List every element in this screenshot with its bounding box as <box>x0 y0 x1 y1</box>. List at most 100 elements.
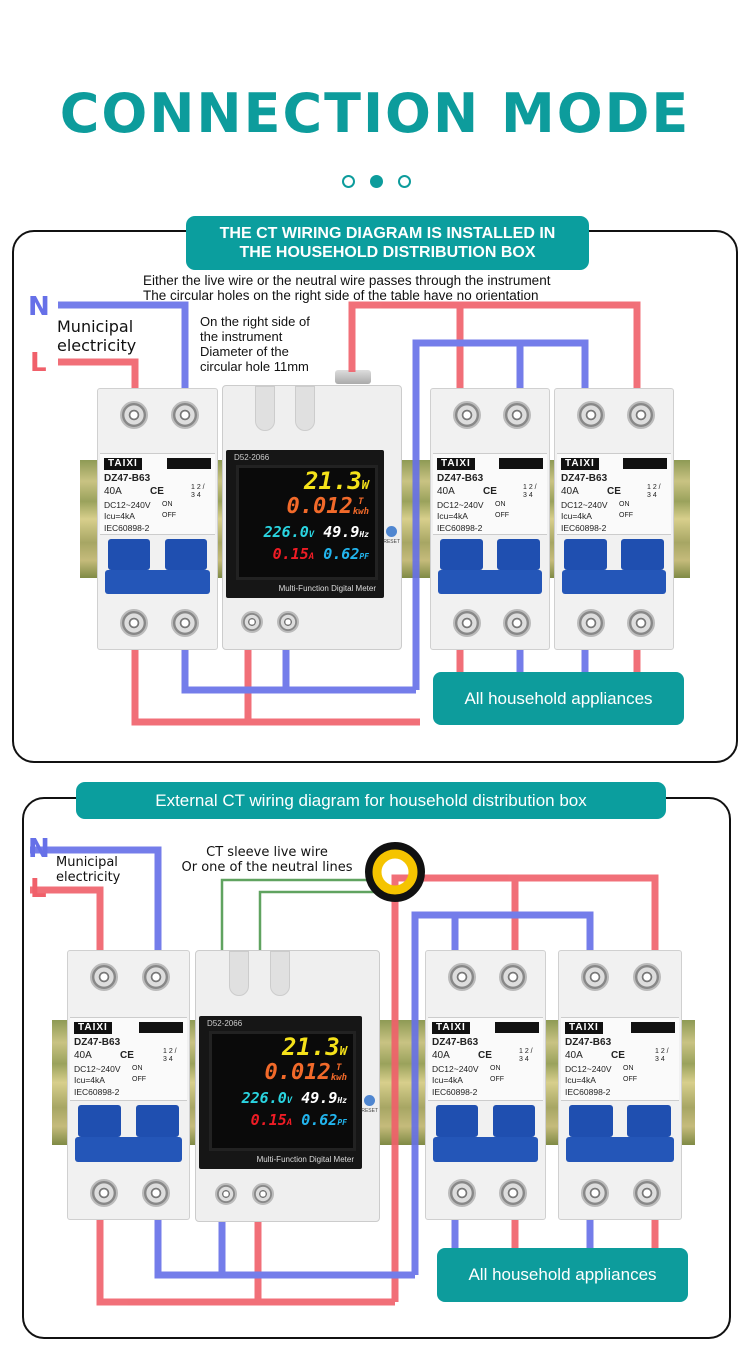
breaker-toggle[interactable] <box>164 539 208 571</box>
breaker-toggle[interactable] <box>627 1105 672 1138</box>
breaker-toggle[interactable] <box>77 1105 122 1138</box>
brand-logo: TAIXI <box>104 458 142 470</box>
meter-clip <box>229 951 250 996</box>
terminal-screw-icon <box>498 963 527 991</box>
live-label: L <box>30 874 47 904</box>
toggle-bar[interactable] <box>105 570 210 595</box>
frequency-value: 49.9 <box>301 1089 338 1108</box>
pole-diagram: 1 2 / 3 4 <box>163 1048 177 1063</box>
ce-mark: CE <box>483 486 497 497</box>
toggle-bar[interactable] <box>562 570 666 595</box>
off-label: OFF <box>132 1076 146 1083</box>
breaker-voltage: DC12~240V <box>104 500 151 510</box>
breaker-model: DZ47-B63 <box>437 473 484 484</box>
reset-button[interactable] <box>386 526 397 538</box>
branch-breaker-1: TAIXI DZ47-B63 40A CE DC12~240V ON Icu=4… <box>425 950 546 1220</box>
label-bar <box>623 458 667 469</box>
reset-label: RESET <box>383 539 400 546</box>
breaker-model: DZ47-B63 <box>561 473 608 484</box>
breaker-label: TAIXI DZ47-B63 40A CE DC12~240V ON Icu=4… <box>428 1017 543 1101</box>
breaker-standard: IEC60898-2 <box>437 523 483 533</box>
terminal-screw-icon <box>119 401 148 429</box>
pf-unit: PF <box>359 551 369 561</box>
appliances-button[interactable]: All household appliances <box>433 672 684 725</box>
note-line-1: Either the live wire or the neutral wire… <box>143 273 551 288</box>
ct-hole-grommet <box>335 370 371 384</box>
breaker-voltage: DC12~240V <box>561 500 608 510</box>
terminal-screw-icon <box>170 401 199 429</box>
breaker-toggle[interactable] <box>497 539 540 571</box>
current-unit: A <box>308 551 315 562</box>
breaker-toggle[interactable] <box>568 1105 613 1138</box>
energy-mark: T <box>336 1063 342 1074</box>
carousel-dot-3[interactable] <box>398 175 411 188</box>
breaker-toggle[interactable] <box>440 539 483 571</box>
breaker-toggle[interactable] <box>435 1105 479 1138</box>
off-label: OFF <box>619 512 633 519</box>
terminal-screw-icon <box>241 611 263 633</box>
breaker-toggle[interactable] <box>621 539 664 571</box>
reset-button[interactable] <box>364 1095 375 1107</box>
branch-breaker-1: TAIXI DZ47-B63 40A CE DC12~240V ON Icu=4… <box>430 388 550 650</box>
breaker-toggle[interactable] <box>107 539 151 571</box>
municipal-label: Municipal electricity <box>56 855 120 885</box>
carousel-dot-2[interactable] <box>370 175 383 188</box>
energy-value: 0.012 <box>286 493 353 519</box>
panel1-header-line2: THE HOUSEHOLD DISTRIBUTION BOX <box>239 244 536 261</box>
breaker-toggle[interactable] <box>564 539 607 571</box>
panel1-note: Either the live wire or the neutral wire… <box>143 273 550 303</box>
power-value: 21.3 <box>303 466 362 495</box>
breaker-standard: IEC60898-2 <box>561 523 607 533</box>
current-value: 0.15 <box>250 1111 287 1130</box>
hole-note-line: circular hole 11mm <box>200 359 309 374</box>
off-label: OFF <box>490 1076 504 1083</box>
frequency-value: 49.9 <box>323 522 360 541</box>
toggle-bar[interactable] <box>438 570 542 595</box>
toggle-bar[interactable] <box>75 1137 182 1162</box>
carousel-dot-1[interactable] <box>342 175 355 188</box>
terminal-screw-icon <box>90 1179 119 1207</box>
terminal-screw-icon <box>503 401 531 429</box>
breaker-toggle[interactable] <box>492 1105 536 1138</box>
breaker-icu: Icu=4kA <box>561 511 592 521</box>
terminal-screw-icon <box>119 609 148 637</box>
on-label: ON <box>490 1065 501 1072</box>
pf-unit: PF <box>337 1118 347 1128</box>
breaker-toggle[interactable] <box>135 1105 180 1138</box>
brand-logo: TAIXI <box>565 1022 603 1034</box>
terminal-screw-icon <box>633 1179 662 1207</box>
breaker-icu: Icu=4kA <box>104 511 135 521</box>
terminal-screw-icon <box>581 963 610 991</box>
power-value: 21.3 <box>281 1033 340 1062</box>
terminal-screw-icon <box>141 1179 170 1207</box>
terminal-screw-icon <box>627 609 655 637</box>
label-bar <box>139 1022 183 1033</box>
pf-value: 0.62 <box>323 544 360 563</box>
breaker-voltage: DC12~240V <box>74 1064 121 1074</box>
neutral-label: N <box>28 292 50 322</box>
energy-mark: T <box>358 496 364 507</box>
branch-breaker-2: TAIXI DZ47-B63 40A CE DC12~240V ON Icu=4… <box>554 388 674 650</box>
off-label: OFF <box>495 512 509 519</box>
toggle-bar[interactable] <box>433 1137 538 1162</box>
terminal-screw-icon <box>627 401 655 429</box>
breaker-rating: 40A <box>432 1050 450 1061</box>
appliances-button[interactable]: All household appliances <box>437 1248 688 1302</box>
label-bar <box>495 1022 539 1033</box>
pf-value: 0.62 <box>301 1111 338 1130</box>
toggle-bar[interactable] <box>566 1137 674 1162</box>
page-title: CONNECTION MODE <box>59 82 691 145</box>
voltage-unit: V <box>308 529 315 540</box>
electricity-text: electricity <box>57 336 137 355</box>
breaker-standard: IEC60898-2 <box>432 1087 478 1097</box>
frequency-unit: Hz <box>337 1096 347 1106</box>
electricity-text: electricity <box>56 870 121 885</box>
terminal-screw-icon <box>277 611 299 633</box>
label-bar <box>631 1022 675 1033</box>
label-bar <box>167 458 211 469</box>
breaker-standard: IEC60898-2 <box>565 1087 611 1097</box>
terminal-screw-icon <box>251 1183 274 1205</box>
terminal-screw-icon <box>576 609 605 637</box>
